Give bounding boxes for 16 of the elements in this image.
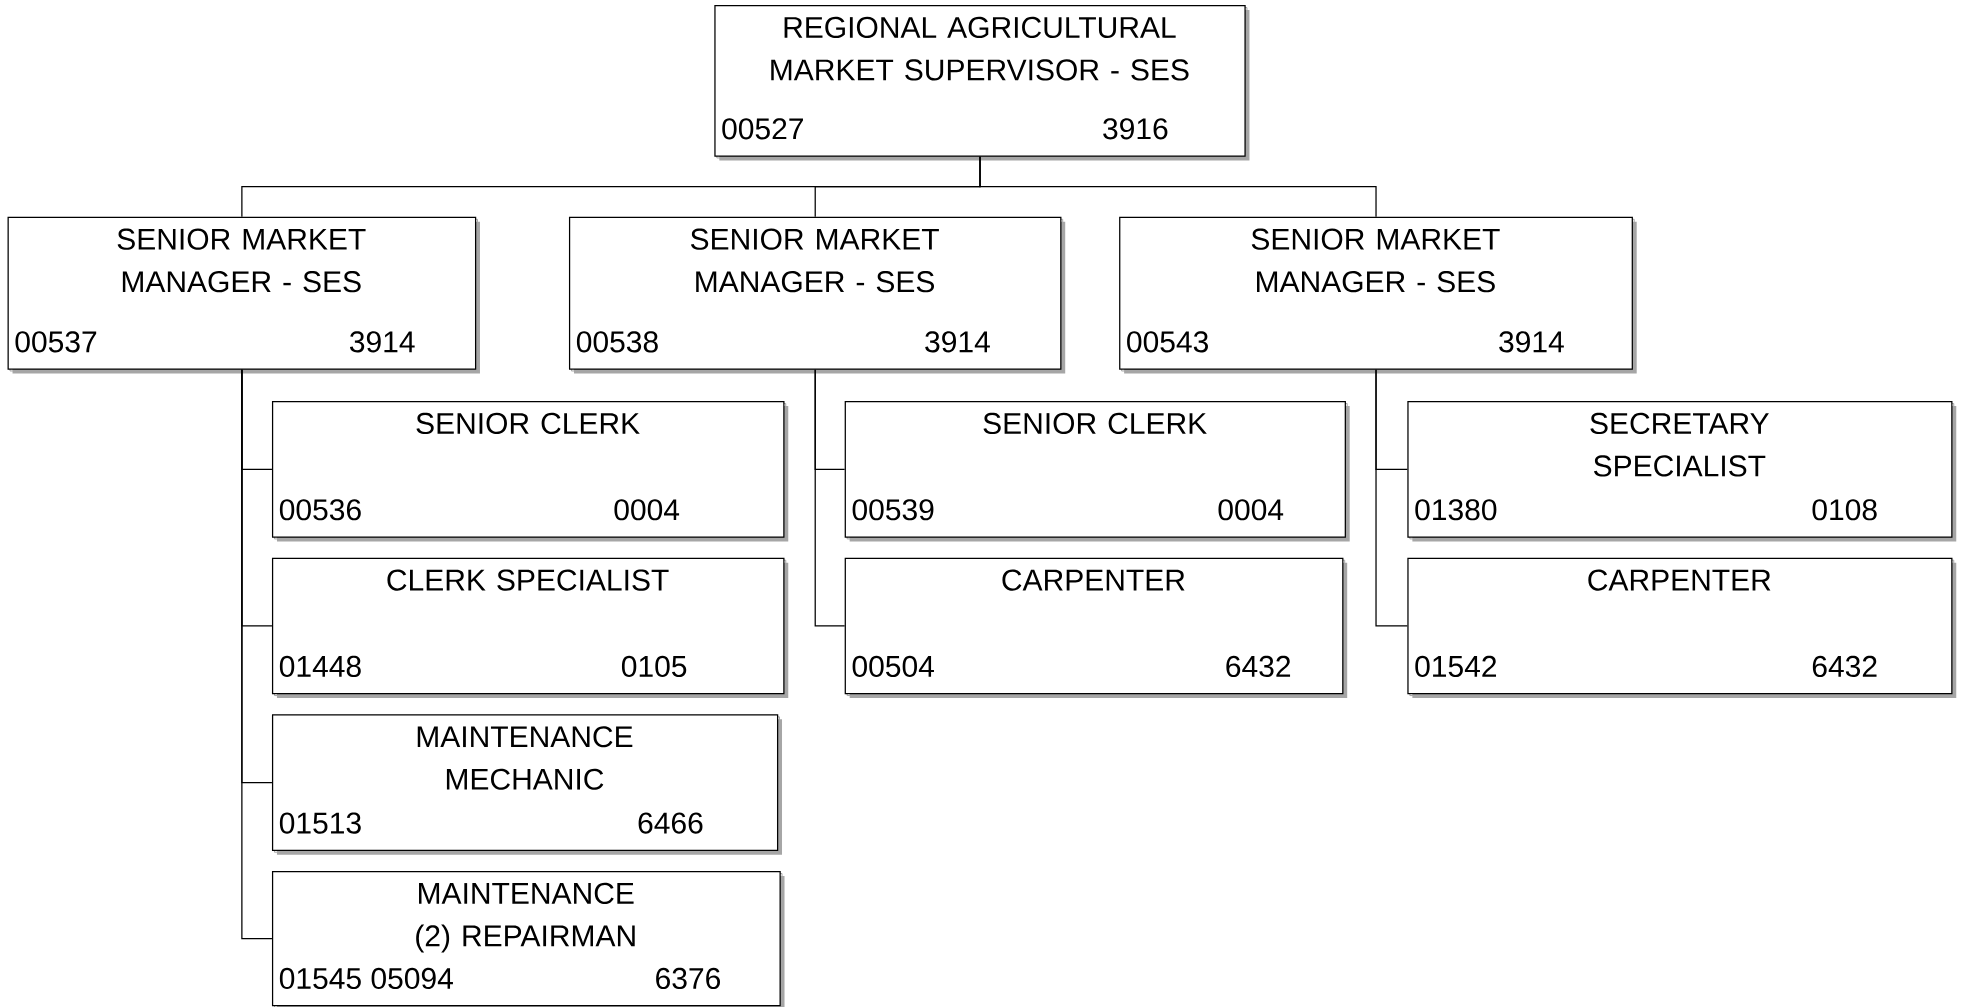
position-box: SENIOR MARKET MANAGER - SES 00543 3914 <box>1119 216 1637 374</box>
connector-line <box>241 369 273 940</box>
connector-line <box>979 156 1377 218</box>
position-box: SENIOR MARKET MANAGER - SES 00538 3914 <box>568 216 1066 374</box>
position-box: REGIONAL AGRICULTURAL MARKET SUPERVISOR - SES 00527 3916 <box>714 5 1250 161</box>
position-box: SENIOR CLERK 00536 0004 <box>271 401 789 542</box>
position-box: CARPENTER 01542 6432 <box>1407 557 1957 699</box>
position-box: MAINTENANCE MECHANIC 01513 6466 <box>271 714 782 855</box>
position-box: CLERK SPECIALIST 01448 0105 <box>271 557 789 699</box>
connector-line <box>1375 369 1408 627</box>
position-box: SENIOR MARKET MANAGER - SES 00537 3914 <box>7 216 480 374</box>
position-box: MAINTENANCE (2) REPAIRMAN 01545 05094 6376 <box>271 871 785 1007</box>
position-box: CARPENTER 00504 6432 <box>844 557 1348 699</box>
position-box: SENIOR CLERK 00539 0004 <box>844 401 1350 542</box>
position-box: SECRETARY SPECIALIST 01380 0108 <box>1407 401 1957 542</box>
connector-line <box>814 369 846 627</box>
